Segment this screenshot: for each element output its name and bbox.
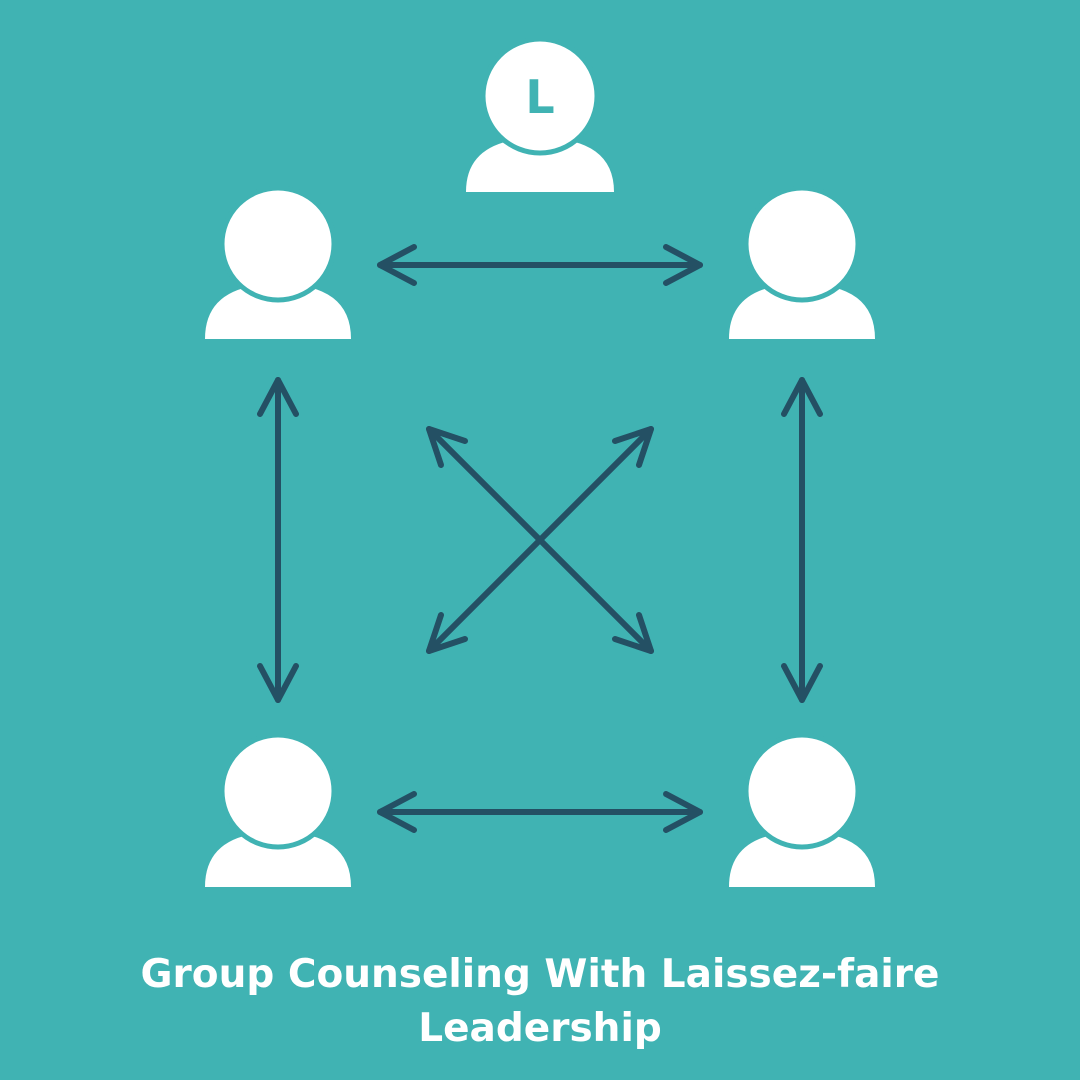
member-top-right-person-icon: [729, 185, 875, 339]
arrow-left-vertical: [257, 377, 299, 703]
arrow-diagonal-tr-bl: [426, 426, 654, 654]
caption-line-2: Leadership: [418, 1006, 662, 1051]
arrow-top-horizontal: [377, 244, 703, 286]
leader-head: [480, 36, 600, 156]
leader-badge-letter: L: [525, 70, 554, 124]
member-top-left-body: [205, 284, 351, 339]
member-bottom-right-body: [729, 832, 875, 887]
diagram-caption: Group Counseling With Laissez-faire Lead…: [0, 948, 1080, 1056]
member-top-left-person-icon: [205, 185, 351, 339]
member-bottom-left-head: [219, 732, 337, 850]
member-bottom-left-body: [205, 832, 351, 887]
leader-body: [466, 138, 614, 192]
member-bottom-left-person-icon: [205, 732, 351, 887]
member-top-right-body: [729, 284, 875, 339]
member-bottom-right-person-icon: [729, 732, 875, 887]
member-top-right-head: [743, 185, 861, 303]
caption-line-1: Group Counseling With Laissez-faire: [140, 952, 940, 997]
arrow-right-vertical: [781, 377, 823, 703]
arrow-bottom-horizontal: [377, 791, 703, 833]
member-bottom-right-head: [743, 732, 861, 850]
leader-person-icon: L: [466, 36, 614, 192]
member-top-left-head: [219, 185, 337, 303]
